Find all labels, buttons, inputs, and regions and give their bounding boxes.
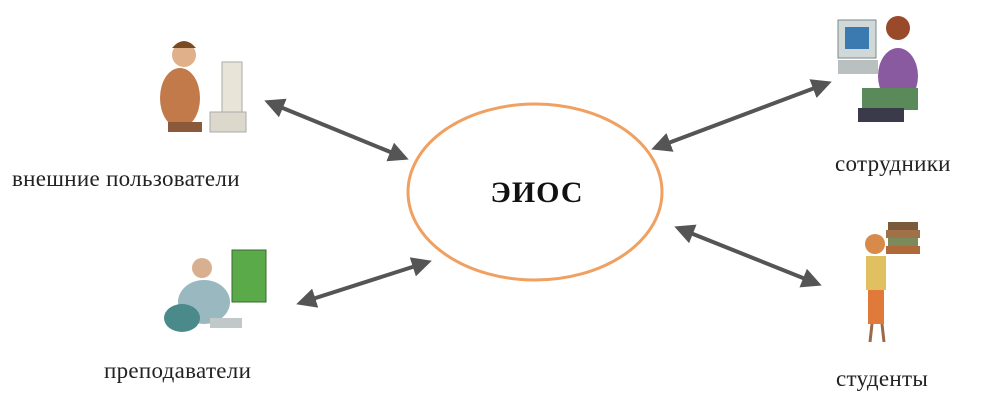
label-external-users: внешние пользователи (12, 166, 240, 192)
teacher-at-board-icon (164, 250, 266, 332)
arrow-staff (655, 83, 828, 148)
label-students: студенты (836, 366, 928, 392)
woman-at-computer-icon (838, 16, 918, 122)
arrow-students (678, 228, 818, 284)
center-label: ЭИОС (472, 176, 602, 210)
arrow-external (268, 102, 405, 158)
label-staff: сотрудники (835, 151, 951, 177)
arrow-teachers (300, 262, 428, 303)
student-with-books-icon (865, 222, 920, 342)
label-teachers: преподаватели (104, 358, 251, 384)
man-at-computer-icon (160, 41, 246, 132)
